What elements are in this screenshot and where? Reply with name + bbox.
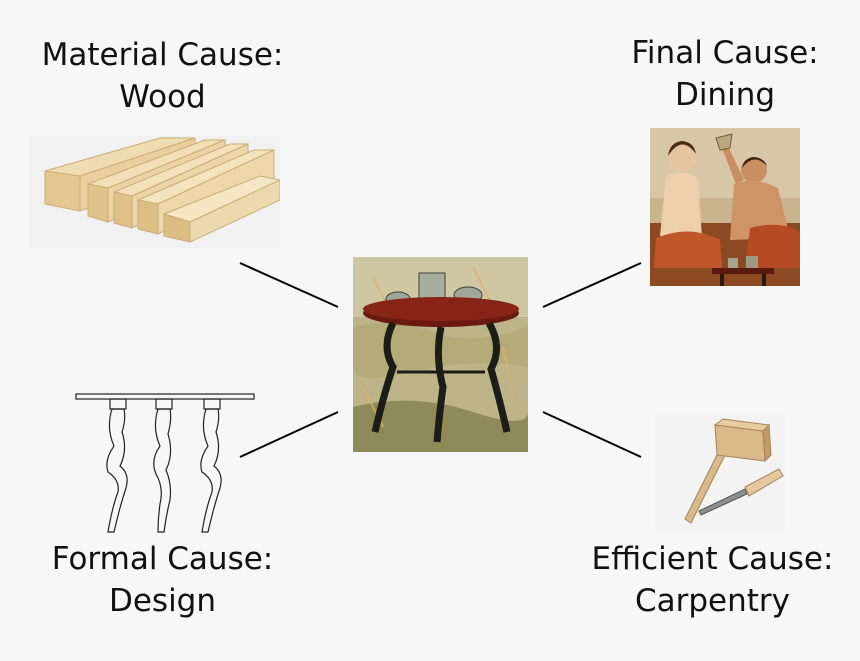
wood-planks-image [30,136,280,248]
efficient-cause-value: Carpentry [634,583,791,619]
fresco-table-image [353,257,528,452]
connector-formal [239,411,339,458]
connector-efficient [542,411,642,458]
connector-material [239,262,339,308]
efficient-cause-heading: Efficient Cause: [591,541,834,577]
fresco-dining-image [650,128,800,286]
final-cause-value: Dining [674,77,776,113]
table-outline-drawing [75,393,255,533]
material-cause-label: Material Cause: Wood [20,34,305,118]
material-cause-value: Wood [119,79,206,115]
final-cause-label: Final Cause: Dining [610,32,840,116]
material-cause-heading: Material Cause: [41,37,284,73]
formal-cause-label: Formal Cause: Design [30,538,295,622]
final-cause-heading: Final Cause: [631,35,819,71]
formal-cause-heading: Formal Cause: [51,541,274,577]
connector-final [542,262,642,308]
formal-cause-value: Design [108,583,217,619]
mallet-chisel-image [655,415,785,530]
efficient-cause-label: Efficient Cause: Carpentry [580,538,845,622]
